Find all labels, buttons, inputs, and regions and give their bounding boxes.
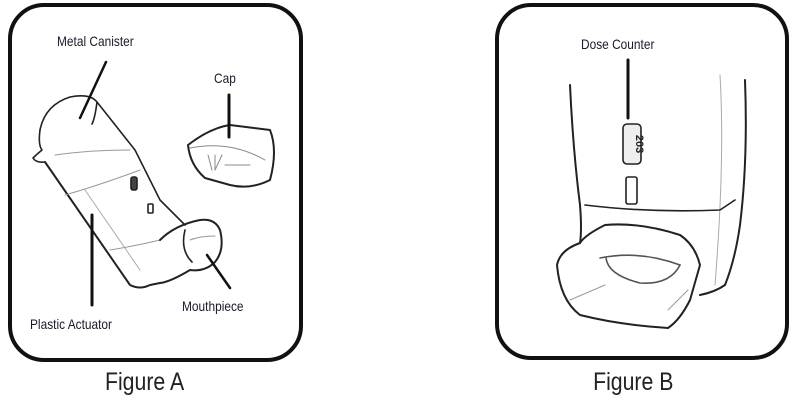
figure-b-panel (495, 3, 789, 360)
inhaler-figure-a (32, 60, 275, 307)
figure-a-panel (8, 3, 303, 362)
label-dose-counter: Dose Counter (581, 36, 655, 52)
label-cap: Cap (214, 70, 236, 86)
inhaler-figure-b: 203 (556, 58, 747, 329)
label-plastic-actuator: Plastic Actuator (30, 316, 113, 332)
label-mouthpiece: Mouthpiece (182, 298, 244, 314)
caption-figure-a: Figure A (104, 368, 185, 396)
caption-figure-b: Figure B (593, 368, 674, 396)
label-metal-canister: Metal Canister (57, 33, 134, 49)
dose-counter-value: 203 (633, 135, 645, 153)
